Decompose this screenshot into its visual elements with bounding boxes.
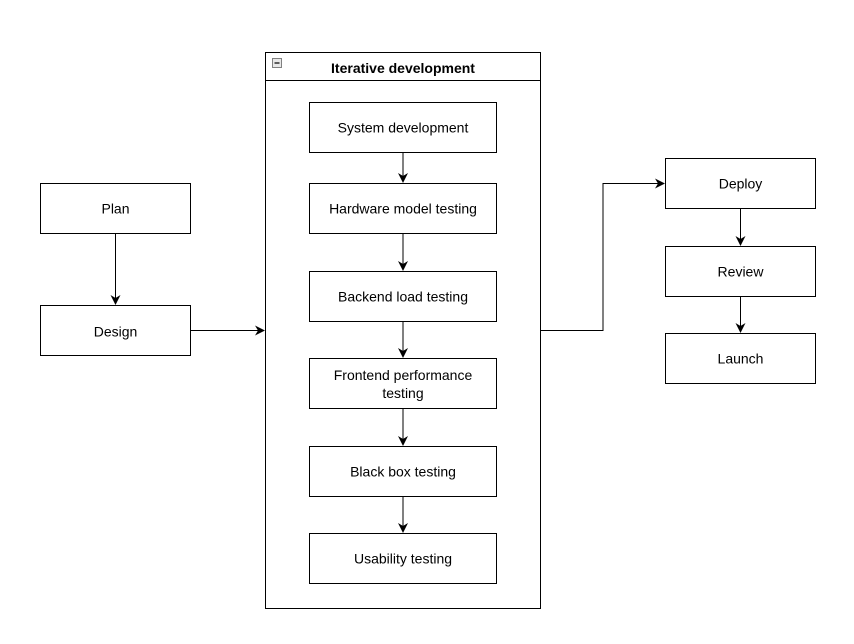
node-deploy[interactable]: Deploy xyxy=(665,158,816,209)
node-frontend-performance-testing[interactable]: Frontend performance testing xyxy=(309,358,497,409)
node-label: Launch xyxy=(718,351,764,367)
node-label-line-1: Frontend performance xyxy=(334,367,473,383)
node-launch[interactable]: Launch xyxy=(665,333,816,384)
node-review[interactable]: Review xyxy=(665,246,816,297)
node-backend-load-testing[interactable]: Backend load testing xyxy=(309,271,497,322)
container-title: Iterative development xyxy=(331,60,475,76)
node-label: Plan xyxy=(101,201,129,217)
node-hardware-model-testing[interactable]: Hardware model testing xyxy=(309,183,497,234)
node-label-line-2: testing xyxy=(382,385,423,401)
node-plan[interactable]: Plan xyxy=(40,183,191,234)
edge-iterative-to-deploy xyxy=(540,178,665,331)
node-label: Usability testing xyxy=(354,551,452,567)
node-label: Black box testing xyxy=(350,464,456,480)
node-label: Design xyxy=(94,324,138,340)
node-design[interactable]: Design xyxy=(40,305,191,356)
node-label: System development xyxy=(338,120,469,136)
node-label: Review xyxy=(718,264,765,280)
minus-box-icon[interactable] xyxy=(272,58,282,68)
node-label: Deploy xyxy=(719,176,763,192)
node-label: Backend load testing xyxy=(338,289,468,305)
node-black-box-testing[interactable]: Black box testing xyxy=(309,446,497,497)
node-usability-testing[interactable]: Usability testing xyxy=(309,533,497,584)
node-label: Hardware model testing xyxy=(329,201,477,217)
node-system-development[interactable]: System development xyxy=(309,102,497,153)
